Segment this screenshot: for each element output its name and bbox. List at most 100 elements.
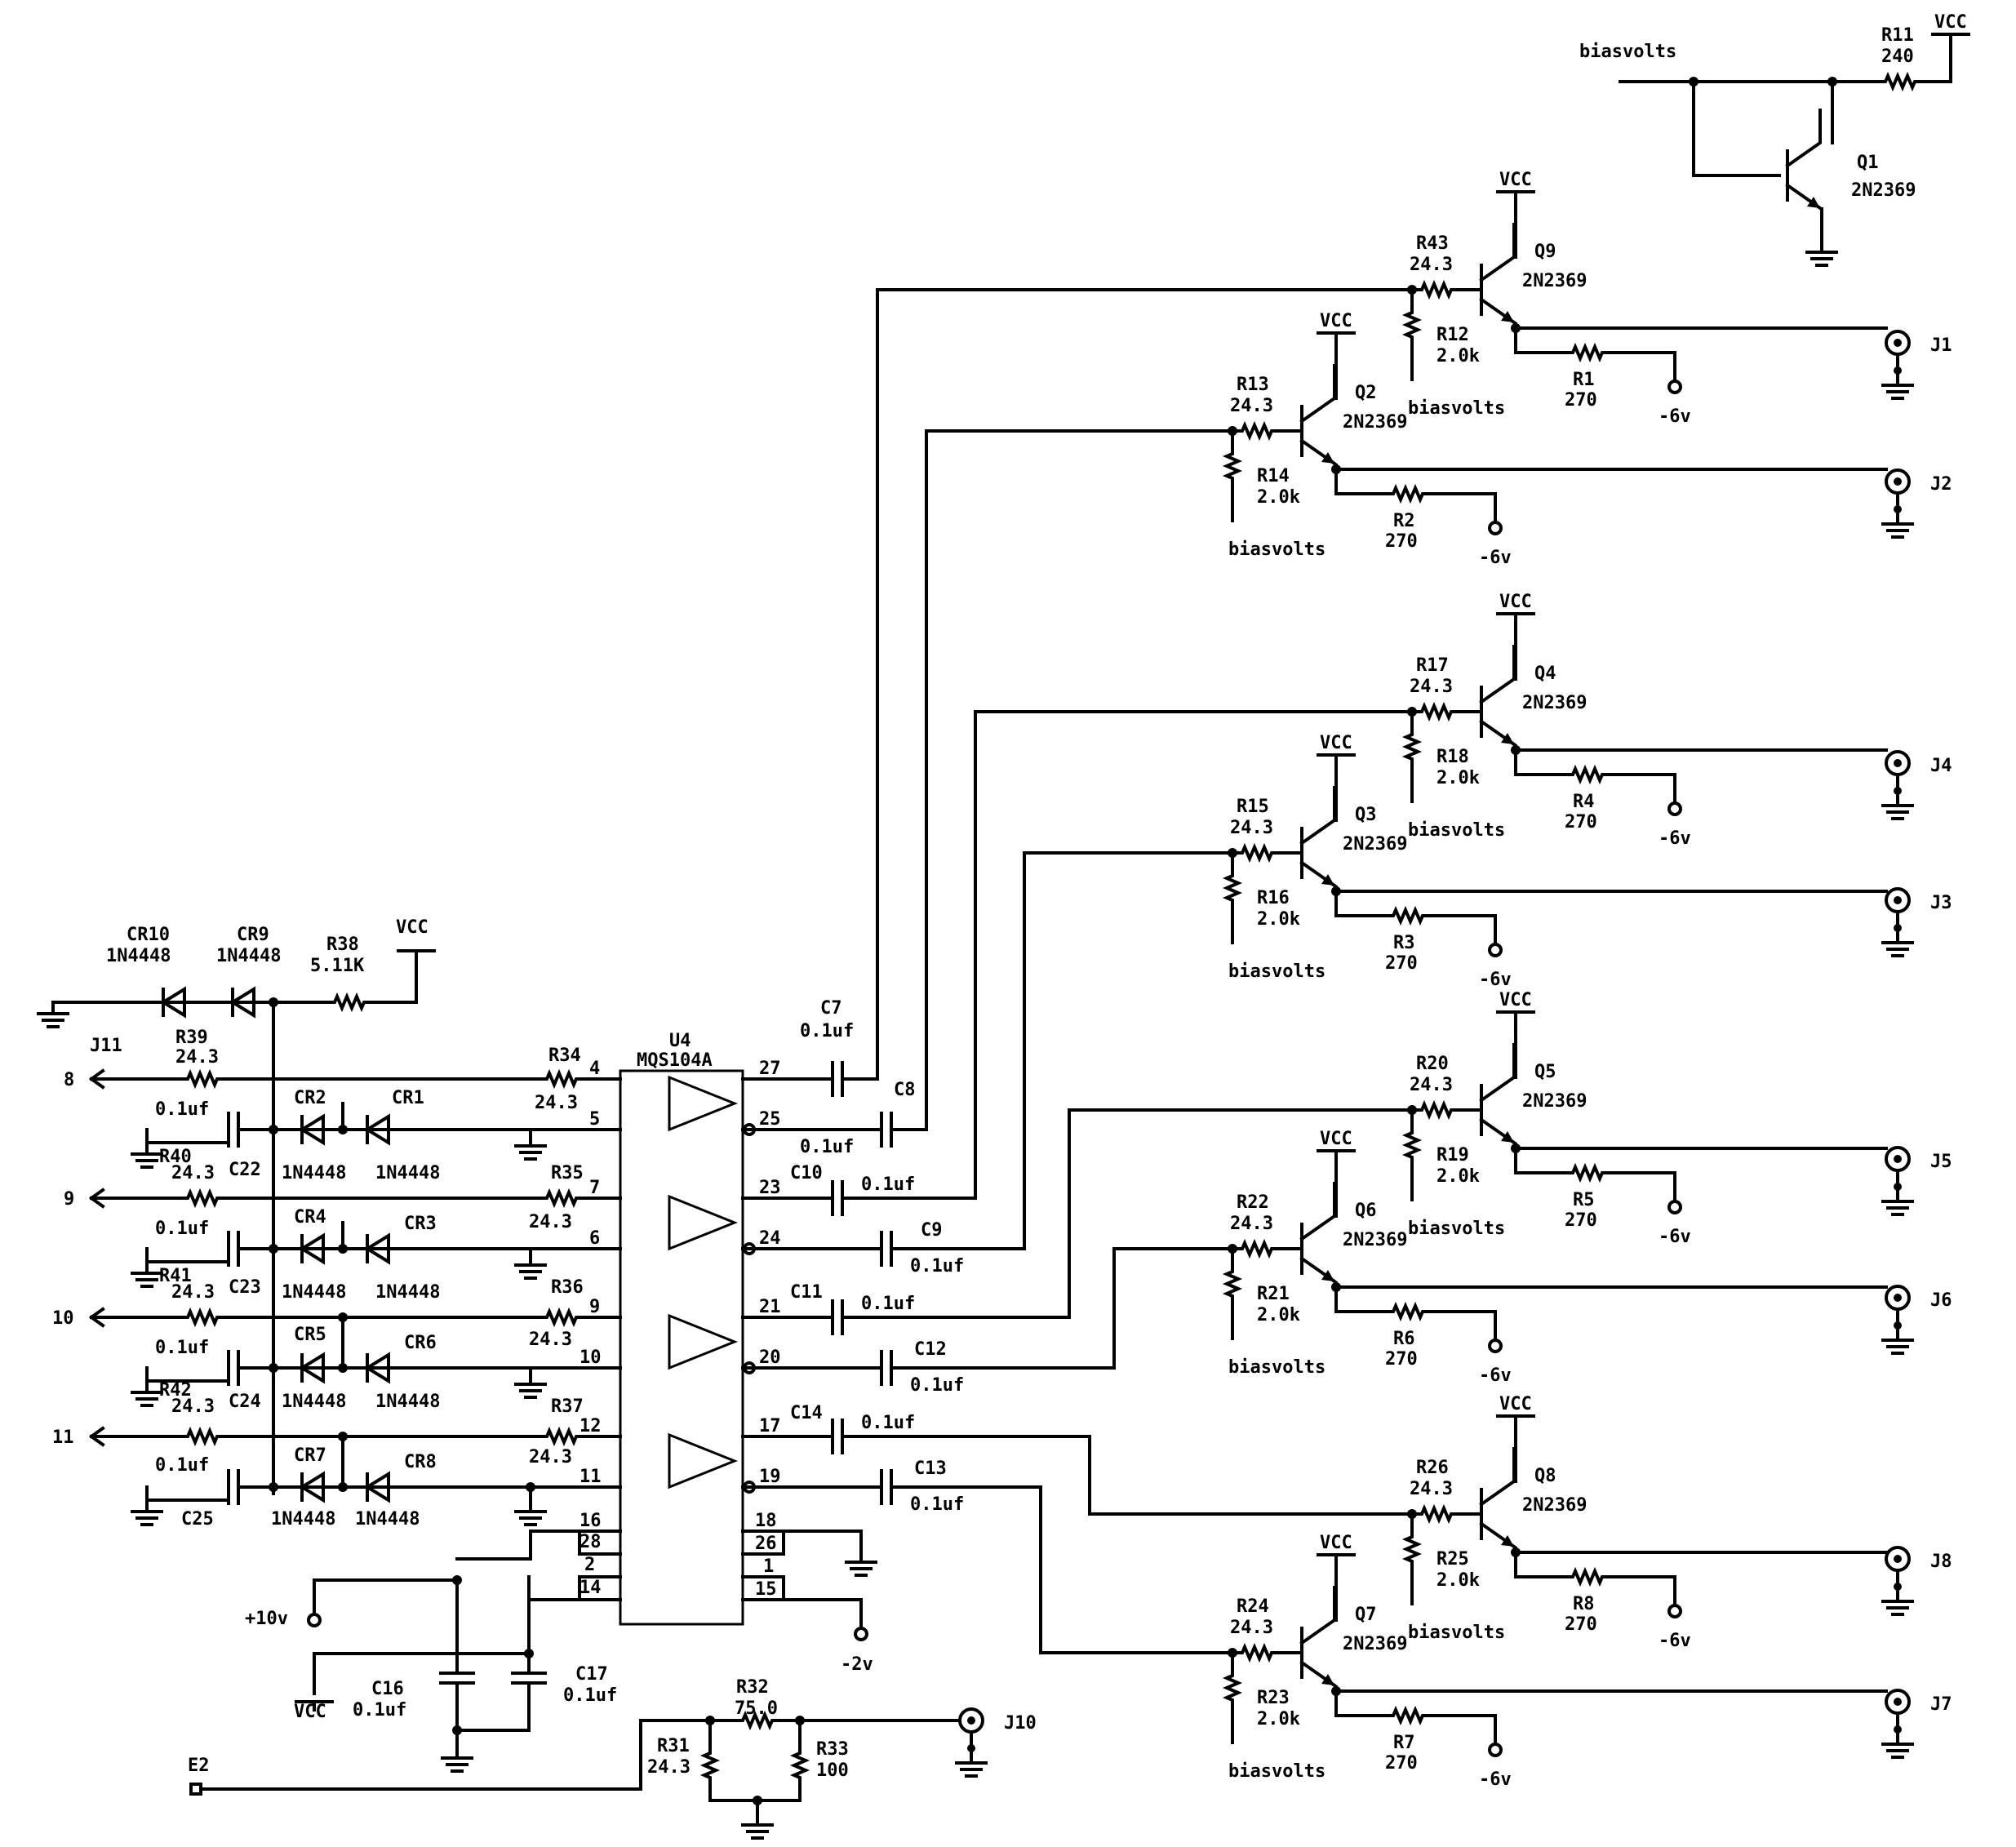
pin-4: 4 xyxy=(589,1059,600,1079)
q1-ref: Q1 xyxy=(1857,153,1879,173)
stage-6-rb-ref: R26 xyxy=(1416,1458,1449,1478)
cr9-val: 1N4448 xyxy=(216,946,281,966)
c8-val: 0.1uf xyxy=(800,1137,854,1157)
input-channel-1: 8 R39 24.3 R34 24.3 0.1uf C22 CR2 1N4448… xyxy=(64,1028,622,1183)
stage-5-vcc: VCC xyxy=(1320,1129,1352,1149)
stage-2-rp-ref: R18 xyxy=(1437,747,1469,767)
u4-chip: U4 MQS104A 4 5 7 6 9 10 12 11 27 25 23 2… xyxy=(578,1031,877,1675)
j10-label: J10 xyxy=(1004,1713,1037,1734)
c22-ref: C22 xyxy=(229,1160,261,1180)
stage-7-neg: -6v xyxy=(1479,1769,1512,1790)
plus10-label: +10v xyxy=(245,1609,288,1629)
r-ch4-val: 24.3 xyxy=(529,1447,572,1467)
stage-q7: R2424.3R232.0kbiasvoltsQ72N2369VCCR7270-… xyxy=(1206,1533,1952,1790)
pin-26: 26 xyxy=(755,1534,777,1554)
r31-val: 24.3 xyxy=(647,1757,691,1778)
stage-4-rb-ref: R20 xyxy=(1416,1054,1449,1074)
bias-vcc-label: VCC xyxy=(1934,12,1967,33)
c25-ref: C25 xyxy=(181,1509,214,1530)
stage-0-j: J1 xyxy=(1930,335,1952,356)
pin-25: 25 xyxy=(759,1109,781,1130)
stage-7-j: J7 xyxy=(1930,1694,1952,1715)
stage-7-re-val: 270 xyxy=(1385,1753,1418,1774)
stage-1-rb-ref: R13 xyxy=(1237,375,1269,395)
c11-val: 0.1uf xyxy=(861,1294,915,1314)
c12-val: 0.1uf xyxy=(910,1375,964,1396)
e2-j10-network: E2 R32 75.0 R31 24.3 R33 100 J10 xyxy=(188,1677,1037,1840)
r39-ref: R39 xyxy=(175,1028,208,1048)
stage-0-rp-val: 2.0k xyxy=(1437,346,1480,366)
cr10-val: 1N4448 xyxy=(106,946,171,966)
cr8-ref: CR8 xyxy=(404,1452,437,1472)
stage-6-vcc: VCC xyxy=(1499,1394,1532,1414)
cr2-val: 1N4448 xyxy=(282,1163,346,1183)
stage-1-rb-val: 24.3 xyxy=(1230,396,1273,416)
stage-6-j: J8 xyxy=(1930,1552,1952,1572)
stage-6-q-val: 2N2369 xyxy=(1522,1495,1587,1516)
stage-0-q-ref: Q9 xyxy=(1534,242,1556,262)
vcc-supply-label: VCC xyxy=(294,1702,326,1722)
pin-10: 10 xyxy=(579,1348,602,1368)
stage-2-q-ref: Q4 xyxy=(1534,664,1556,684)
stage-q3: R1524.3R162.0kbiasvoltsQ32N2369VCCR3270-… xyxy=(1206,733,1952,990)
pin-16: 16 xyxy=(579,1511,602,1531)
pin-28: 28 xyxy=(579,1532,602,1552)
stage-7-rp-ref: R23 xyxy=(1257,1688,1290,1708)
stage-q4: R1724.3R182.0kbiasvoltsQ42N2369VCCR4270-… xyxy=(1386,592,1952,849)
vcc-label: VCC xyxy=(396,917,429,938)
stage-5-rb-val: 24.3 xyxy=(1230,1214,1273,1234)
stage-1-rp-val: 2.0k xyxy=(1257,487,1300,508)
c24-val: 0.1uf xyxy=(155,1338,209,1358)
stage-1-re-ref: R2 xyxy=(1393,511,1415,531)
stage-6-rp-ref: R25 xyxy=(1437,1549,1469,1570)
stage-7-vcc: VCC xyxy=(1320,1533,1352,1553)
cr10-ref: CR10 xyxy=(127,925,170,945)
r33-val: 100 xyxy=(816,1760,849,1781)
r37-ref: R37 xyxy=(551,1396,584,1417)
c17-ref: C17 xyxy=(575,1664,608,1685)
cr9-ref: CR9 xyxy=(237,925,269,945)
stage-2-rb-ref: R17 xyxy=(1416,655,1449,676)
stage-2-bias: biasvolts xyxy=(1408,820,1505,841)
stage-0-vcc: VCC xyxy=(1499,170,1532,190)
stage-1-vcc: VCC xyxy=(1320,311,1352,331)
stage-0-q-val: 2N2369 xyxy=(1522,271,1587,291)
stage-7-re-ref: R7 xyxy=(1393,1733,1415,1753)
r35-ref: R35 xyxy=(551,1163,584,1183)
stage-2-vcc: VCC xyxy=(1499,592,1532,612)
stage-q6: R2224.3R212.0kbiasvoltsQ62N2369VCCR6270-… xyxy=(1206,1129,1952,1386)
stage-1-bias: biasvolts xyxy=(1228,539,1325,560)
stage-5-bias: biasvolts xyxy=(1228,1357,1325,1378)
r33-ref: R33 xyxy=(816,1739,849,1760)
stage-4-bias: biasvolts xyxy=(1408,1219,1505,1239)
stage-7-rb-ref: R24 xyxy=(1237,1596,1269,1617)
stage-4-rb-val: 24.3 xyxy=(1410,1075,1453,1095)
c24-ref: C24 xyxy=(229,1392,261,1412)
r34-ref: R34 xyxy=(548,1046,581,1066)
cr4-val: 1N4448 xyxy=(282,1282,346,1303)
stage-3-neg: -6v xyxy=(1479,970,1512,990)
stage-3-re-val: 270 xyxy=(1385,953,1418,974)
stage-3-j: J3 xyxy=(1930,893,1952,913)
c13-val: 0.1uf xyxy=(910,1494,964,1515)
r34-val: 24.3 xyxy=(535,1093,578,1113)
stage-5-q-ref: Q6 xyxy=(1355,1201,1377,1221)
r11-ref: R11 xyxy=(1881,25,1914,46)
pin-12: 12 xyxy=(579,1416,602,1436)
pin-21: 21 xyxy=(759,1297,781,1317)
stage-4-rp-ref: R19 xyxy=(1437,1145,1469,1165)
c8-ref: C8 xyxy=(894,1080,916,1100)
stage-7-bias: biasvolts xyxy=(1228,1761,1325,1782)
r32-ref: R32 xyxy=(736,1677,769,1698)
stage-4-rp-val: 2.0k xyxy=(1437,1166,1480,1187)
stage-2-re-ref: R4 xyxy=(1573,792,1595,812)
stage-2-re-val: 270 xyxy=(1565,812,1597,832)
stage-0-re-val: 270 xyxy=(1565,390,1597,411)
stage-3-q-ref: Q3 xyxy=(1355,805,1377,825)
stage-1-q-val: 2N2369 xyxy=(1343,412,1407,433)
c16-ref: C16 xyxy=(371,1679,404,1699)
c17-val: 0.1uf xyxy=(563,1685,617,1706)
stage-4-neg: -6v xyxy=(1659,1227,1691,1247)
stage-q9: R4324.3R122.0kbiasvoltsQ92N2369VCCR1270-… xyxy=(1386,170,1952,427)
stage-7-rb-val: 24.3 xyxy=(1230,1618,1273,1638)
